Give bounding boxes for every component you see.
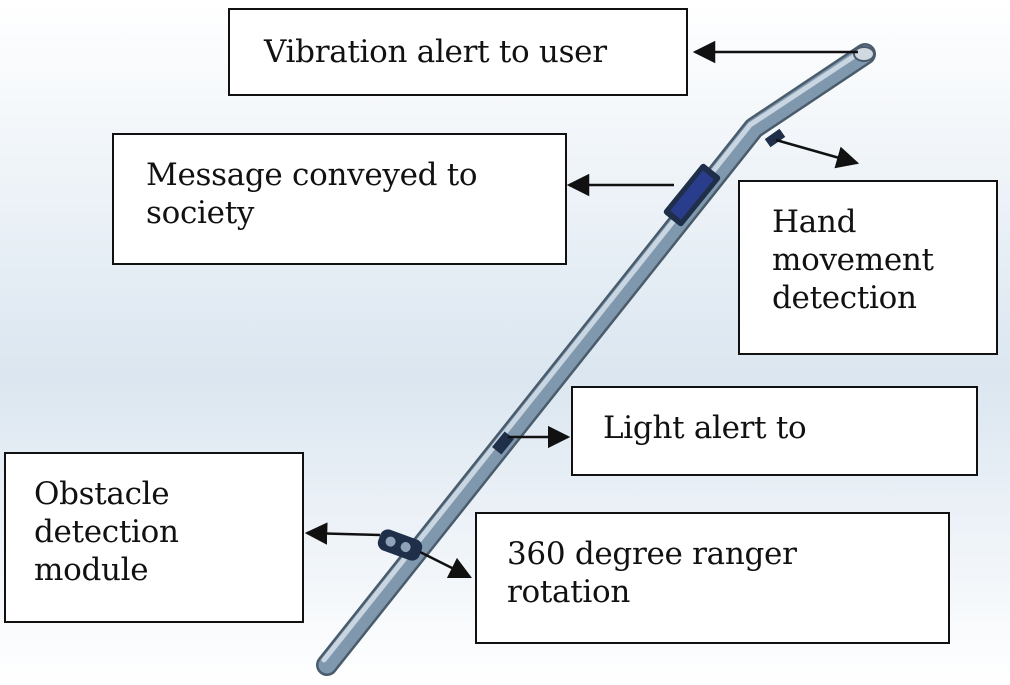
label-line: module [34,551,149,588]
label-line: Light alert to [603,410,807,446]
label-line: detection [34,513,179,550]
label-line: detection [772,279,917,316]
obstacle-sensor-module [377,529,423,561]
label-line: Hand [772,204,857,240]
arrow-hand [775,138,860,169]
arrow-ranger [419,550,473,579]
label-line: Message conveyed to [146,157,478,193]
label-line: 360 degree ranger [507,536,797,572]
cane-stick [316,43,876,676]
label-line: Obstacle [34,476,170,512]
label-obstacle-detection: Obstacle detection module [4,452,304,623]
label-line: society [146,194,255,231]
cane-shaft-highlight [321,48,865,663]
cane-handle-tip [853,46,875,62]
arrow-obstacle [304,522,381,545]
label-hand-movement: Hand movement detection [738,180,998,355]
label-line: Vibration alert to user [264,34,607,70]
label-vibration-alert: Vibration alert to user [228,8,688,96]
label-line: rotation [507,573,631,610]
label-ranger-rotation: 360 degree ranger rotation [475,512,950,644]
label-line: movement [772,241,934,278]
hand-sensor-module [764,128,786,148]
arrows [304,40,860,579]
label-light-alert: Light alert to [571,386,978,476]
cane-shaft-body [318,45,874,674]
display-module [663,163,721,227]
label-message-conveyed: Message conveyed to society [112,133,567,265]
